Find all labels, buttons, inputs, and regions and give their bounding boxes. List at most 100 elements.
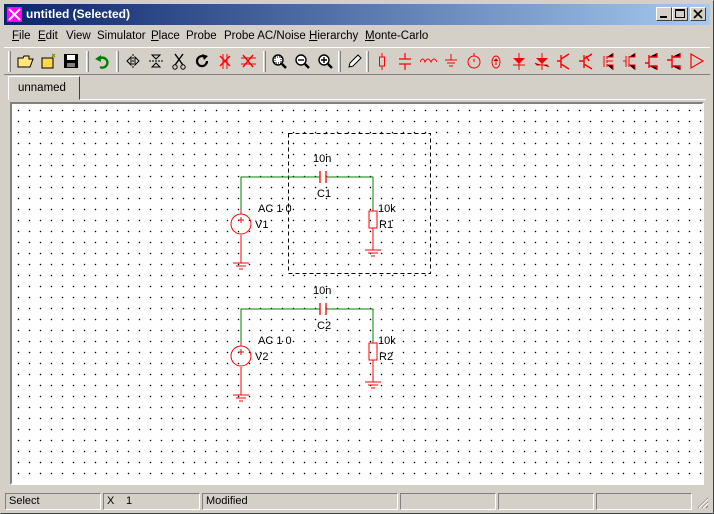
r2-name-label[interactable]: R2 [379,351,394,363]
npn-button[interactable] [554,51,575,72]
maximize-button[interactable] [672,7,688,21]
r1-value-label[interactable]: 10k [378,203,396,215]
resistor-r2[interactable] [368,342,378,382]
circuit-2 [230,303,381,402]
resistor-button[interactable] [372,51,393,72]
wire[interactable] [326,176,374,210]
capacitor-button[interactable] [395,51,416,72]
diode-icon [513,53,525,70]
cut-button[interactable] [169,51,190,72]
pnp-button[interactable] [576,51,597,72]
menu-monte-carlo[interactable]: Monte-Carlo [365,30,429,42]
menu-probe-ac-noise[interactable]: Probe AC/Noise [224,30,306,42]
resize-grip[interactable] [695,494,709,510]
resistor-r1[interactable] [368,210,378,250]
status-coord-label: X [107,495,115,507]
pjfet-button[interactable] [664,51,685,72]
schematic-canvas[interactable]: 10n C1 AC 1 0 V1 10k R1 10n C2 AC 1 0 V2… [12,104,702,483]
menu-simulator[interactable]: Simulator [97,30,146,42]
v2-value-label[interactable]: AC 1 0 [258,335,292,347]
selection-box[interactable] [288,133,431,274]
status-state: Modified [206,495,248,507]
minimize-button[interactable] [656,7,672,21]
title-bar[interactable]: untitled (Selected) [4,4,710,25]
capacitor-c1[interactable] [319,171,327,183]
r2-value-label[interactable]: 10k [378,335,396,347]
toolbar-grip[interactable] [8,51,11,72]
resistor-icon [379,53,385,70]
nmos-button[interactable] [598,51,619,72]
app-icon[interactable] [7,7,22,22]
schematic-drawing [230,133,431,402]
pjfet-icon [667,53,681,70]
opamp-icon [690,53,705,70]
zener-icon [534,53,550,70]
undo-button[interactable] [92,51,113,72]
new-button[interactable] [38,51,59,72]
npn-icon [557,53,570,70]
rotate-button[interactable] [192,51,213,72]
wire[interactable] [240,308,320,342]
cut-icon [172,53,186,70]
tab-unnamed[interactable]: unnamed [8,76,80,100]
wire[interactable] [326,308,374,342]
c1-name-label[interactable]: C1 [317,188,332,200]
menu-file[interactable]: File [12,30,31,42]
v2-name-label[interactable]: V2 [255,351,269,363]
v1-name-label[interactable]: V1 [255,219,269,231]
save-button[interactable] [61,51,82,72]
ground-symbol [365,381,381,389]
status-mode: Select [9,495,40,507]
menu-view[interactable]: View [66,30,91,42]
mirror-button[interactable] [123,51,144,72]
diode-button[interactable] [509,51,530,72]
open-icon [17,55,34,68]
opamp-button[interactable] [686,51,707,72]
inductor-button[interactable] [418,51,439,72]
r1-name-label[interactable]: R1 [379,219,394,231]
ground-icon [445,54,457,67]
current-source-button[interactable] [486,51,507,72]
close-icon [693,9,703,19]
open-button[interactable] [15,51,36,72]
pencil-button[interactable] [344,51,365,72]
toolbar-separator [263,51,266,72]
toolbar-separator [86,51,89,72]
c2-name-label[interactable]: C2 [317,320,332,332]
voltage-source-button[interactable] [464,51,485,72]
wire[interactable] [240,176,320,210]
zener-button[interactable] [532,51,553,72]
menu-edit[interactable]: Edit [38,30,58,42]
c2-value-label[interactable]: 10n [313,285,332,297]
flip-button[interactable] [146,51,167,72]
capacitor-c2[interactable] [319,303,327,315]
voltage-source-icon [467,53,481,69]
zoom-in-button[interactable] [315,51,336,72]
delete-wire-button[interactable] [215,51,236,72]
disconnect-button[interactable] [238,51,259,72]
maximize-icon [675,9,685,18]
njfet-button[interactable] [642,51,663,72]
status-mode-panel: Select [5,493,101,510]
toolbar-separator [366,51,369,72]
pmos-button[interactable] [620,51,641,72]
c1-value-label[interactable]: 10n [313,153,332,165]
mirror-icon [126,54,140,69]
close-button[interactable] [690,7,706,21]
voltage-source-v1[interactable] [230,210,252,263]
ground-symbol [233,394,249,402]
menu-place[interactable]: Place [151,30,180,42]
window-title: untitled (Selected) [26,7,131,21]
voltage-source-v2[interactable] [230,342,252,395]
menu-hierarchy[interactable]: Hierarchy [309,30,359,42]
menu-probe[interactable]: Probe [186,30,217,42]
zoom-in-icon [318,54,333,69]
v1-value-label[interactable]: AC 1 0 [258,203,292,215]
inductor-icon [420,58,437,64]
zoom-fit-button[interactable] [269,51,290,72]
ground-button[interactable] [441,51,462,72]
pnp-icon [579,53,593,70]
njfet-icon [645,53,658,70]
zoom-out-button[interactable] [292,51,313,72]
toolbar [4,47,710,75]
